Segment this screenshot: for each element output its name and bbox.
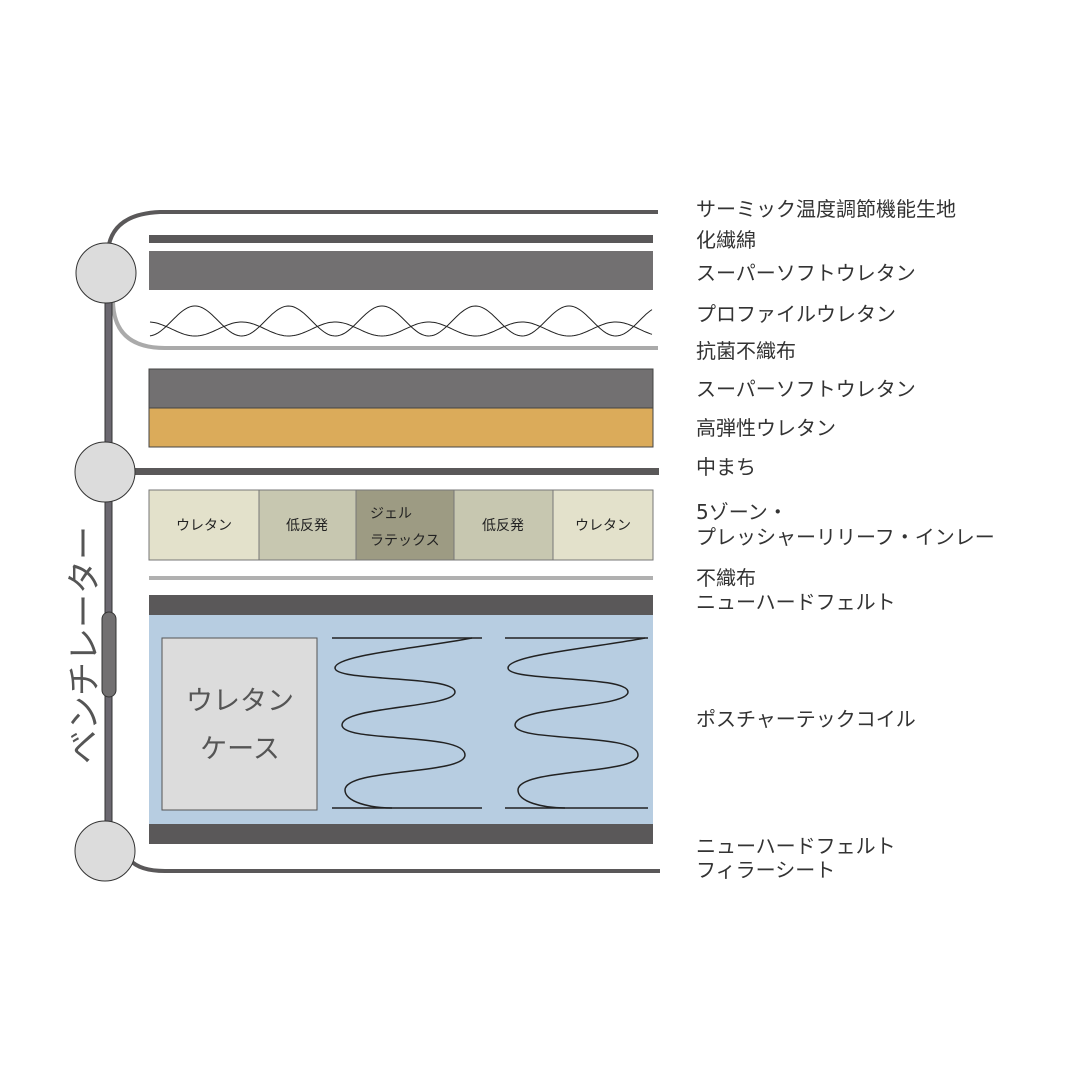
profile-urethane-layer <box>149 290 653 340</box>
urethane-case <box>161 637 318 811</box>
coil-spring-1 <box>332 637 482 809</box>
super-soft-urethane-layer-1 <box>149 251 653 290</box>
ventilator-knob-top <box>75 242 137 304</box>
zone-3-label-line2: ラテックス <box>370 533 440 549</box>
label-synthetic-cotton: 化繊綿 <box>696 228 756 252</box>
synthetic-cotton-layer <box>149 235 653 243</box>
five-zone-inlay: ウレタン 低反発 ジェル ラテックス 低反発 ウレタン <box>148 489 654 561</box>
zone-4-label: 低反発 <box>482 518 524 534</box>
label-high-resilience: 高弾性ウレタン <box>696 416 836 440</box>
label-thermic-fabric: サーミック温度調節機能生地 <box>696 197 956 221</box>
new-hard-felt-top <box>149 595 653 615</box>
urethane-case-label-line2: ケース <box>200 734 280 765</box>
label-filler-sheet: フィラーシート <box>696 858 835 882</box>
ventilator-rod <box>104 279 113 841</box>
bottom-cover-outline <box>128 858 660 873</box>
urethane-case-label-line1: ウレタン <box>186 686 294 717</box>
super-soft-urethane-layer-2 <box>148 368 654 409</box>
top-cover-outline <box>106 210 658 251</box>
ventilator-label: ベンチレーター <box>65 526 105 764</box>
label-zone-line1: 5ゾーン・ <box>696 500 788 524</box>
label-pocket-coil: ポスチャーテックコイル <box>696 707 916 731</box>
gusset-line <box>130 468 659 475</box>
antibacterial-nonwoven-line <box>111 299 658 350</box>
high-resilience-urethane-layer <box>148 407 654 448</box>
label-super-soft-1: スーパーソフトウレタン <box>696 261 916 285</box>
label-new-hard-felt-1: ニューハードフェルト <box>696 590 896 614</box>
zone-1-label: ウレタン <box>176 518 232 534</box>
zone-2-label: 低反発 <box>286 518 328 534</box>
profile-urethane-waves <box>149 305 653 337</box>
ventilator-capsule <box>101 611 117 698</box>
wave-upper <box>149 305 653 337</box>
label-antibacterial-nonwoven: 抗菌不織布 <box>696 339 796 363</box>
coil-spring-2 <box>505 637 648 809</box>
zone-3-label-line1: ジェル <box>370 506 412 522</box>
label-gusset: 中まち <box>696 455 756 479</box>
label-new-hard-felt-2: ニューハードフェルト <box>696 834 896 858</box>
ventilator-knob-middle <box>74 441 136 503</box>
ventilator-knob-bottom <box>74 820 136 882</box>
wave-lower <box>149 321 653 337</box>
label-profile-urethane: プロファイルウレタン <box>696 302 896 326</box>
label-super-soft-2: スーパーソフトウレタン <box>696 377 916 401</box>
new-hard-felt-bottom <box>149 824 653 844</box>
label-nonwoven: 不織布 <box>696 566 756 590</box>
nonwoven-line <box>149 576 653 580</box>
layer-labels: サーミック温度調節機能生地 化繊綿 スーパーソフトウレタン プロファイルウレタン… <box>696 197 995 882</box>
zone-5-label: ウレタン <box>575 518 631 534</box>
label-zone-line2: プレッシャーリリーフ・インレー <box>696 525 995 549</box>
